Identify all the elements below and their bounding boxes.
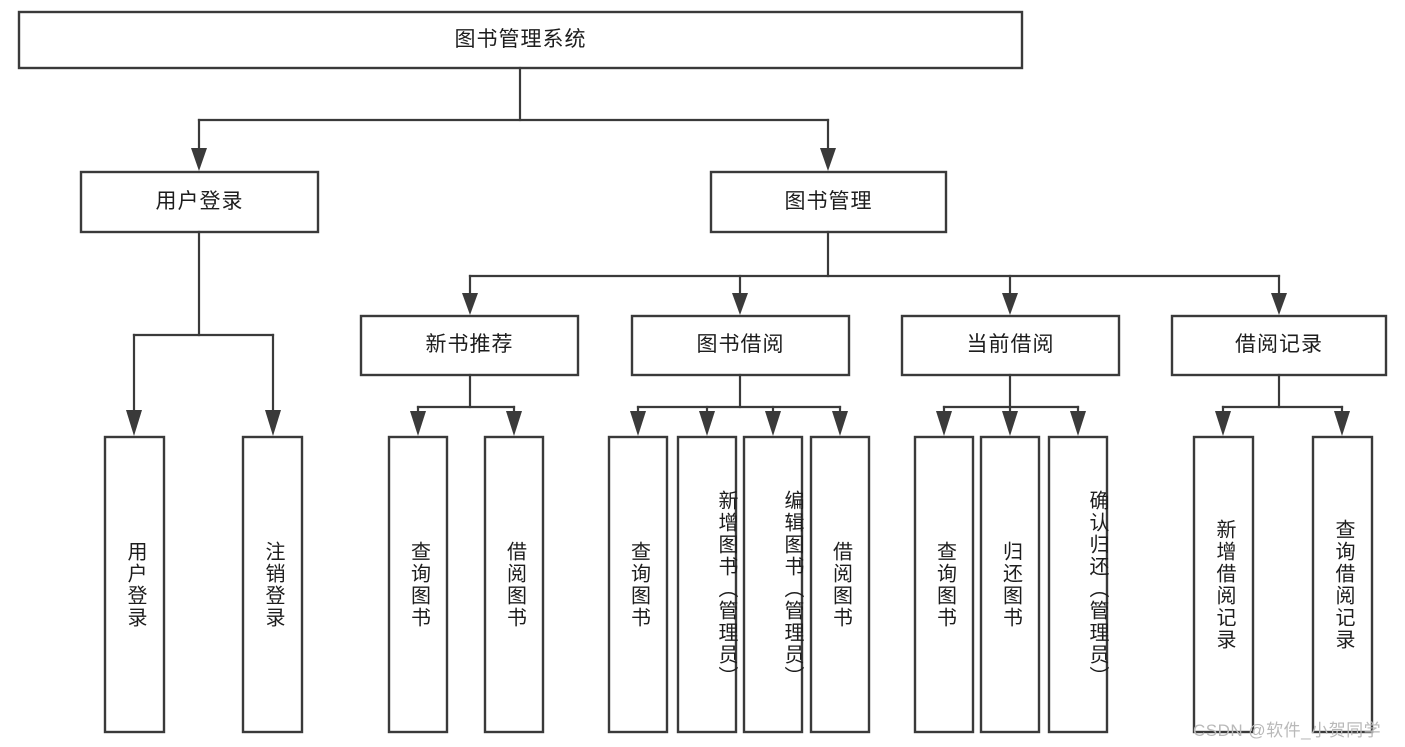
label-leaf-borrow-book-1: 借阅图书 xyxy=(503,540,526,629)
node-box-new-book-recommend[interactable] xyxy=(359,314,580,377)
label-book-management: 图书管理 xyxy=(784,189,873,213)
node-box-leaf-user-login[interactable] xyxy=(103,435,166,734)
label-leaf-return-book: 归还图书 xyxy=(999,540,1022,629)
arrowhead-leaf-logout xyxy=(265,410,281,436)
label-borrow-records: 借阅记录 xyxy=(1235,333,1323,357)
label-current-borrow: 当前借阅 xyxy=(966,333,1055,357)
arrowhead-leaf-query-book-3 xyxy=(936,411,952,436)
node-box-leaf-add-record[interactable] xyxy=(1192,435,1255,734)
label-leaf-query-record: 查询借阅记录 xyxy=(1332,518,1354,651)
arrowhead-borrow-records xyxy=(1271,293,1287,315)
arrowhead-current-borrow xyxy=(1002,293,1018,315)
label-leaf-logout: 注销登录 xyxy=(262,540,284,629)
node-box-leaf-query-book-3[interactable] xyxy=(913,435,975,734)
arrowhead-leaf-query-book-1 xyxy=(410,411,426,436)
node-box-leaf-logout[interactable] xyxy=(241,435,304,734)
arrowhead-book-borrow xyxy=(732,293,748,315)
arrowhead-leaf-borrow-book-1 xyxy=(506,411,522,436)
arrowhead-leaf-add-record xyxy=(1215,411,1231,436)
node-box-leaf-borrow-book-2[interactable] xyxy=(809,435,871,734)
node-box-leaf-query-record[interactable] xyxy=(1311,435,1374,734)
arrowhead-leaf-query-book-2 xyxy=(630,411,646,436)
arrowhead-leaf-add-book xyxy=(699,411,715,436)
label-new-book-recommend: 新书推荐 xyxy=(425,333,514,357)
node-box-leaf-query-book-1[interactable] xyxy=(387,435,449,734)
node-box-user-login[interactable] xyxy=(79,170,320,234)
label-root: 图书管理系统 xyxy=(454,27,587,51)
node-box-leaf-add-book[interactable] xyxy=(676,435,738,734)
arrowhead-leaf-borrow-book-2 xyxy=(832,411,848,436)
node-box-root[interactable] xyxy=(17,10,1024,70)
node-box-current-borrow[interactable] xyxy=(900,314,1121,377)
arrowhead-leaf-edit-book xyxy=(765,411,781,436)
csdn-watermark: CSDN @软件_小贺同学 xyxy=(1193,721,1382,740)
label-leaf-add-book: 新增图书（管理员） xyxy=(715,489,737,688)
node-box-leaf-edit-book[interactable] xyxy=(742,435,804,734)
label-leaf-add-record: 新增借阅记录 xyxy=(1213,518,1235,651)
label-leaf-borrow-book-2: 借阅图书 xyxy=(829,540,852,629)
label-user-login: 用户登录 xyxy=(155,189,244,213)
label-leaf-query-book-2: 查询图书 xyxy=(627,540,650,629)
label-book-borrow: 图书借阅 xyxy=(696,333,785,357)
node-box-leaf-return-book[interactable] xyxy=(979,435,1041,734)
node-box-leaf-confirm-return[interactable] xyxy=(1047,435,1109,734)
node-box-leaf-query-book-2[interactable] xyxy=(607,435,669,734)
arrowhead-user-login xyxy=(191,148,207,171)
arrowhead-leaf-user-login xyxy=(126,410,142,436)
arrowhead-leaf-query-record xyxy=(1334,411,1350,436)
label-leaf-user-login: 用户登录 xyxy=(124,540,146,629)
label-leaf-query-book-1: 查询图书 xyxy=(407,540,430,629)
node-box-leaf-borrow-book-1[interactable] xyxy=(483,435,545,734)
arrowhead-book-management xyxy=(820,148,836,171)
arrowhead-new-book-recommend xyxy=(462,293,478,315)
label-leaf-confirm-return: 确认归还（管理员） xyxy=(1086,489,1108,688)
arrowhead-leaf-return-book xyxy=(1002,411,1018,436)
label-leaf-edit-book: 编辑图书（管理员） xyxy=(781,489,803,688)
label-leaf-query-book-3: 查询图书 xyxy=(933,540,956,629)
arrowhead-leaf-confirm-return xyxy=(1070,411,1086,436)
